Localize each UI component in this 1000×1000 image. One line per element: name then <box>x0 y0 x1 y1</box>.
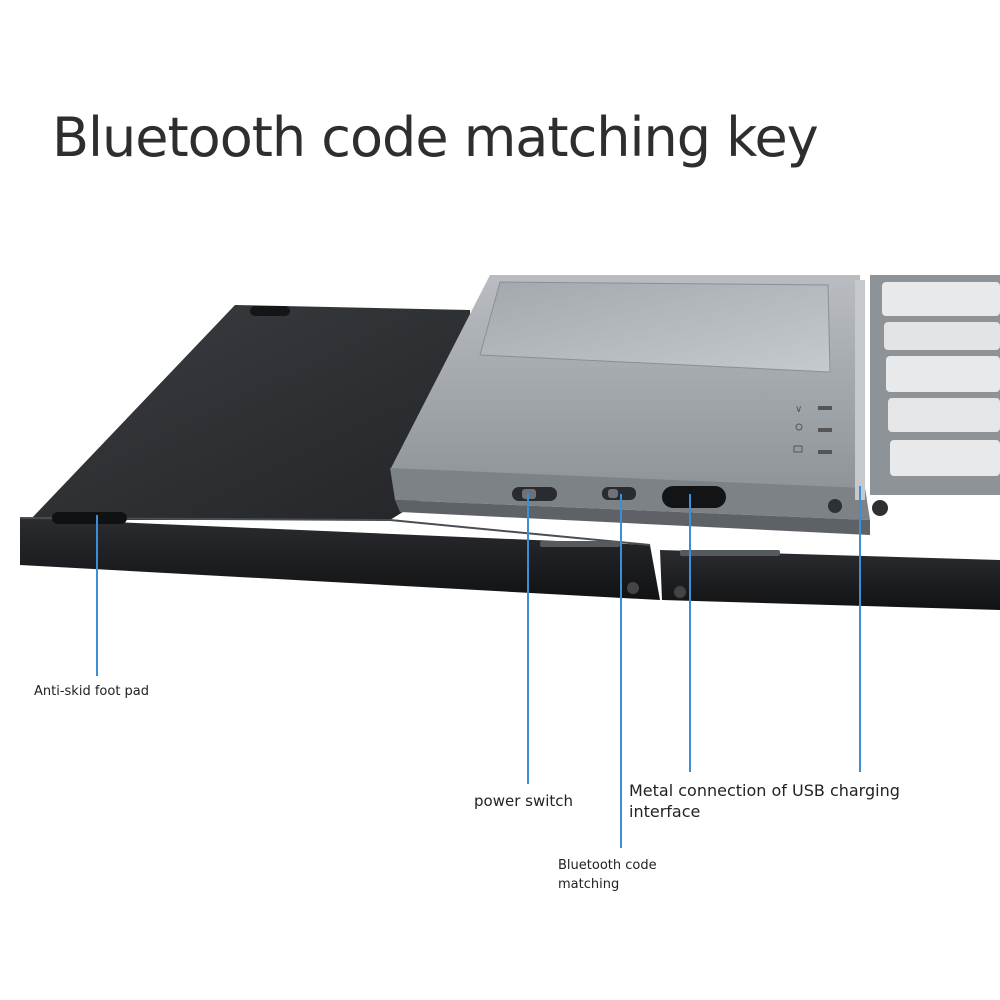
bluetooth-code-label-line1: Bluetooth code <box>558 858 657 873</box>
keyboard-keys <box>855 275 1000 500</box>
anti-skid-label: Anti-skid foot pad <box>34 684 150 699</box>
page-title: Bluetooth code matching key <box>52 106 819 169</box>
anti-skid-foot-pad <box>52 306 290 524</box>
base-plate <box>19 305 1000 610</box>
power-switch-label: power switch <box>474 792 574 810</box>
touchpad <box>479 281 831 373</box>
usb-interface-label: Metal connection of USB charging interfa… <box>629 780 929 822</box>
bluetooth-code-label: Bluetooth code matching <box>558 856 688 894</box>
status-indicators: ∨ <box>793 404 832 454</box>
usb-interface-label-line1: Metal connection of USB charging <box>629 781 900 800</box>
callout-lines <box>96 486 861 848</box>
bluetooth-code-label-line2: matching <box>558 877 620 892</box>
side-ports <box>512 486 888 516</box>
svg-text:∨: ∨ <box>795 404 802 415</box>
usb-interface-label-line2: interface <box>629 802 701 821</box>
